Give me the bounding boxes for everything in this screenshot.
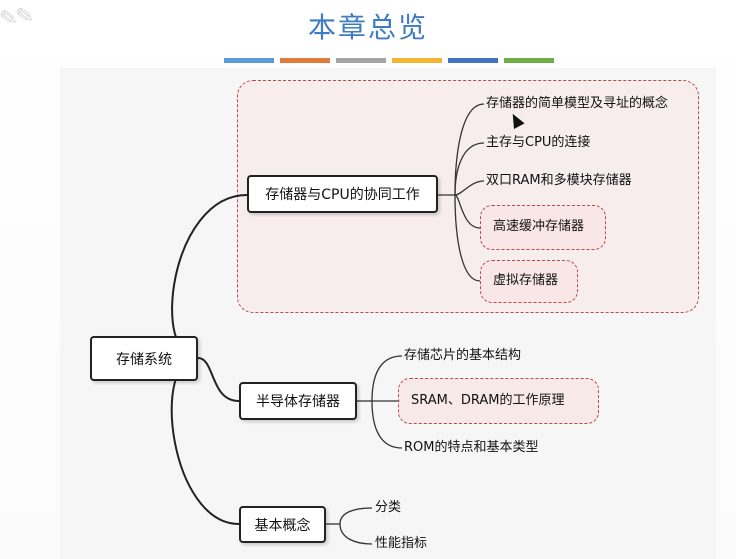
leaf-classification[interactable]: 分类 — [375, 500, 402, 515]
color-bar-segment-2 — [280, 58, 330, 63]
highlight-virtual-memory — [480, 260, 578, 303]
leaf-dual-port-ram[interactable]: 双口RAM和多模块存储器 — [486, 173, 632, 188]
leaf-chip-structure[interactable]: 存储芯片的基本结构 — [404, 348, 522, 363]
color-bar-segment-5 — [448, 58, 498, 63]
leaf-main-memory-cpu-connection[interactable]: 主存与CPU的连接 — [486, 135, 591, 150]
branch-node-cpu-cooperation[interactable]: 存储器与CPU的协同工作 — [247, 175, 438, 213]
leaf-cache-memory[interactable]: 高速缓冲存储器 — [493, 219, 585, 234]
color-bar-segment-3 — [336, 58, 386, 63]
root-node[interactable]: 存储系统 — [90, 336, 198, 381]
highlight-cache — [480, 205, 606, 250]
color-bar-segment-1 — [224, 58, 274, 63]
highlight-sram-dram — [398, 378, 599, 424]
color-bar-segment-6 — [504, 58, 554, 63]
leaf-rom-types[interactable]: ROM的特点和基本类型 — [404, 440, 539, 455]
diagram-panel — [60, 68, 716, 559]
leaf-virtual-memory[interactable]: 虚拟存储器 — [493, 273, 559, 288]
color-bar-segment-4 — [392, 58, 442, 63]
leaf-sram-dram-principle[interactable]: SRAM、DRAM的工作原理 — [411, 393, 565, 408]
leaf-performance-metrics[interactable]: 性能指标 — [375, 536, 428, 551]
branch-node-basic-concepts[interactable]: 基本概念 — [239, 506, 326, 543]
leaf-memory-model[interactable]: 存储器的简单模型及寻址的概念 — [486, 96, 669, 111]
branch-node-semiconductor-memory[interactable]: 半导体存储器 — [239, 382, 357, 420]
page-title: 本章总览 — [307, 11, 428, 44]
